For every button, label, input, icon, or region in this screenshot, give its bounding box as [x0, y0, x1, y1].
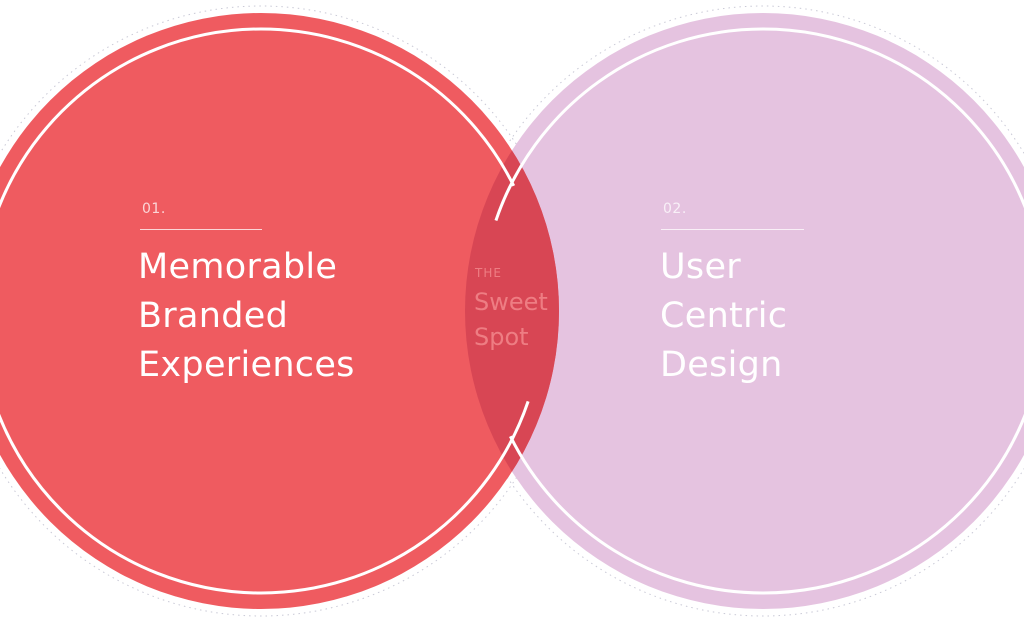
- right-number: 02.: [663, 201, 687, 217]
- right-title-line-1: User: [660, 247, 741, 287]
- left-outline-ring: [0, 27, 545, 595]
- left-divider: [140, 229, 262, 230]
- right-circle: [465, 13, 1024, 609]
- left-title-line-3: Experiences: [138, 345, 355, 385]
- left-title-line-1: Memorable: [138, 247, 338, 287]
- right-outline-ring: [479, 27, 1024, 595]
- right-divider: [661, 229, 804, 230]
- left-title-line-2: Branded: [138, 296, 289, 336]
- overlap-title-line-2: Spot: [474, 323, 529, 351]
- left-title: Memorable Branded Experiences: [138, 243, 355, 390]
- right-title-line-2: Centric: [660, 296, 788, 336]
- right-title: User Centric Design: [660, 243, 787, 390]
- right-title-line-3: Design: [660, 345, 783, 385]
- left-number: 01.: [142, 201, 166, 217]
- overlap-kicker: THE: [475, 266, 502, 280]
- overlap-title: Sweet Spot: [474, 285, 548, 355]
- overlap-title-line-1: Sweet: [474, 288, 548, 316]
- left-circle: [0, 13, 559, 609]
